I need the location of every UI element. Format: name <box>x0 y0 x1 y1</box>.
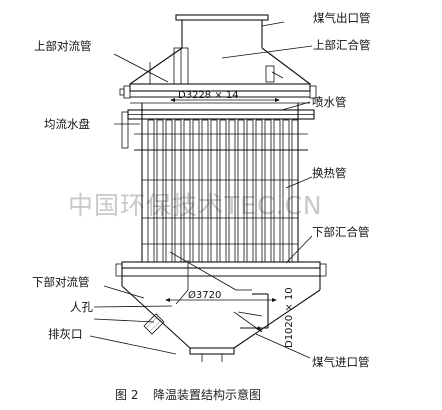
leader-lines <box>89 21 313 359</box>
figure-caption: 图 2 降温装置结构示意图 <box>115 387 261 402</box>
lower-header-shape <box>115 251 327 291</box>
watermark-text: 中国环保技术TEC.CN <box>68 191 323 220</box>
label-lower-convection-pipe: 下部对流管 <box>32 275 90 289</box>
component-labels: 煤气出口管 上部汇合管 上部对流管 喷水管 均流水盘 换热管 下部汇合管 下部对… <box>32 11 371 369</box>
heat-exchange-tube-bundle <box>141 103 299 263</box>
upper-header-band <box>119 83 317 104</box>
dim-lower-diameter: Ø3720 <box>188 289 221 301</box>
label-ash-outlet: 排灰口 <box>48 327 83 341</box>
dim-inlet-pipe: D1020 × 10 <box>284 287 295 348</box>
manhole-shape <box>143 313 165 335</box>
label-lower-header: 下部汇合管 <box>312 225 370 239</box>
label-distribution-tray: 均流水盘 <box>44 117 90 131</box>
dim-upper-diameter: D3228 × 14 <box>178 90 239 101</box>
label-heat-exchange-tube: 换热管 <box>312 166 347 180</box>
label-upper-convection-pipe: 上部对流管 <box>34 39 92 53</box>
gas-inlet-pipe-shape <box>233 293 269 333</box>
label-upper-header: 上部汇合管 <box>313 38 371 52</box>
dimension-labels: D3228 × 14 Ø3720 D1020 × 10 <box>178 90 295 348</box>
label-gas-inlet-pipe: 煤气进口管 <box>312 355 370 369</box>
gas-outlet-pipe-shape <box>175 14 269 48</box>
upper-cone-shape <box>129 47 311 85</box>
label-spray-pipe: 喷水管 <box>312 95 347 109</box>
distribution-tray-shape <box>121 109 315 151</box>
caption-figure-number: 图 2 <box>115 388 138 402</box>
label-gas-outlet-pipe: 煤气出口管 <box>313 11 371 25</box>
label-manhole: 人孔 <box>70 300 93 314</box>
caption-title: 降温装置结构示意图 <box>153 387 261 402</box>
